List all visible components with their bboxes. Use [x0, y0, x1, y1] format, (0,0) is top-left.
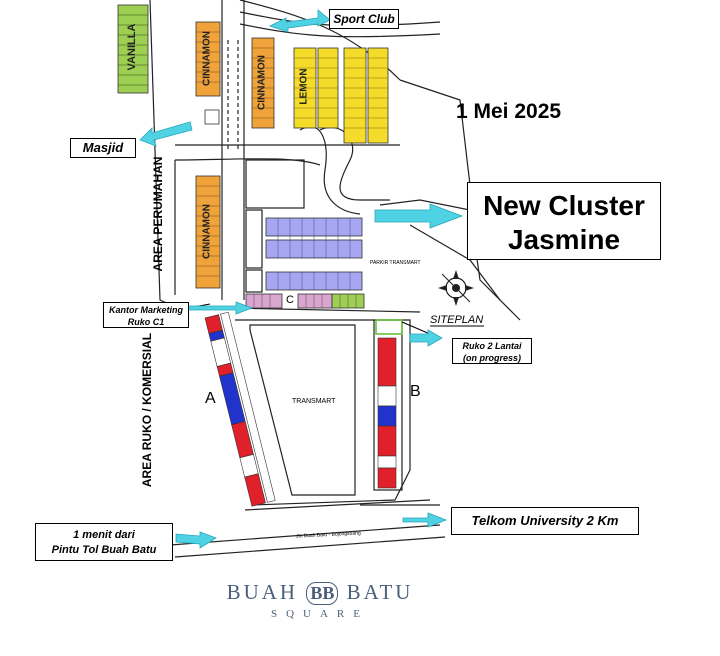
tol-line2: Pintu Tol Buah Batu [51, 544, 157, 556]
kantor-marketing-line2: Ruko C1 [127, 317, 165, 327]
sport-club-label: Sport Club [333, 12, 395, 26]
telkom-label: Telkom University 2 Km [471, 513, 619, 528]
arrow-sport-club [268, 9, 331, 33]
sport-club-box: Sport Club [329, 9, 399, 29]
kantor-marketing-line1: Kantor Marketing [108, 305, 183, 315]
block-a [204, 311, 276, 507]
arrow-ruko-c1 [185, 301, 254, 315]
ruko2-line1: Ruko 2 Lantai [462, 341, 522, 351]
cluster-cinnamon-mid [195, 175, 221, 289]
cinnamon-small-label: CINNAMON [256, 55, 268, 110]
new-cluster-name: Jasmine [507, 224, 621, 255]
logo-right-word: BATU [346, 580, 414, 604]
ruko2-box: Ruko 2 Lantai (on progress) [452, 338, 532, 364]
kantor-marketing-box: Kantor Marketing Ruko C1 [103, 302, 189, 328]
block-c-label: C [286, 294, 294, 306]
lemon-label: LEMON [298, 68, 310, 105]
arrow-ruko2 [409, 329, 443, 347]
block-b-label: B [410, 383, 421, 400]
ruko2-line2: (on progress) [462, 353, 521, 363]
tol-line1: 1 menit dari [73, 529, 135, 541]
vanilla-label: VANILLA [126, 23, 138, 71]
cluster-cinnamon-small [251, 37, 275, 129]
cluster-lemon [293, 47, 389, 144]
tol-box: 1 menit dari Pintu Tol Buah Batu [35, 523, 173, 561]
masjid-label: Masjid [82, 140, 124, 155]
area-ruko-label: AREA RUKO / KOMERSIAL [140, 332, 154, 488]
arrow-tol [175, 531, 217, 549]
parkir-label: PARKIR TRANSMART [370, 260, 421, 266]
arrow-telkom [402, 512, 448, 528]
cluster-purple-rows [265, 217, 363, 291]
logo-left-word: BUAH [226, 580, 299, 604]
transmart-label: TRANSMART [292, 398, 336, 405]
telkom-box: Telkom University 2 Km [451, 507, 639, 535]
cinnamon-top-label: CINNAMON [201, 31, 213, 86]
buah-batu-square-logo: BUAH BB BATU SQUARE [200, 580, 440, 640]
date-label: 1 Mei 2025 [456, 100, 562, 123]
arrow-masjid [139, 121, 193, 147]
new-cluster-title: New Cluster [483, 190, 645, 221]
logo-wordmark: BUAH BB BATU [200, 580, 440, 605]
compass-icon [438, 270, 474, 306]
new-cluster-box: New Cluster Jasmine [467, 182, 661, 260]
cinnamon-mid-label: CINNAMON [201, 204, 213, 259]
block-b [375, 319, 403, 489]
cluster-vanilla [117, 4, 149, 94]
area-perumahan-label: AREA PERUMAHAN [151, 156, 165, 272]
arrow-new-cluster [374, 203, 464, 229]
siteplan-label: SITEPLAN [430, 314, 484, 326]
logo-monogram: BB [306, 582, 339, 605]
cluster-cinnamon-top [195, 21, 221, 125]
masjid-box: Masjid [70, 138, 136, 158]
arrows [139, 9, 464, 549]
logo-sub: SQUARE [270, 608, 369, 620]
block-a-label: A [205, 390, 216, 407]
block-c [245, 293, 365, 309]
